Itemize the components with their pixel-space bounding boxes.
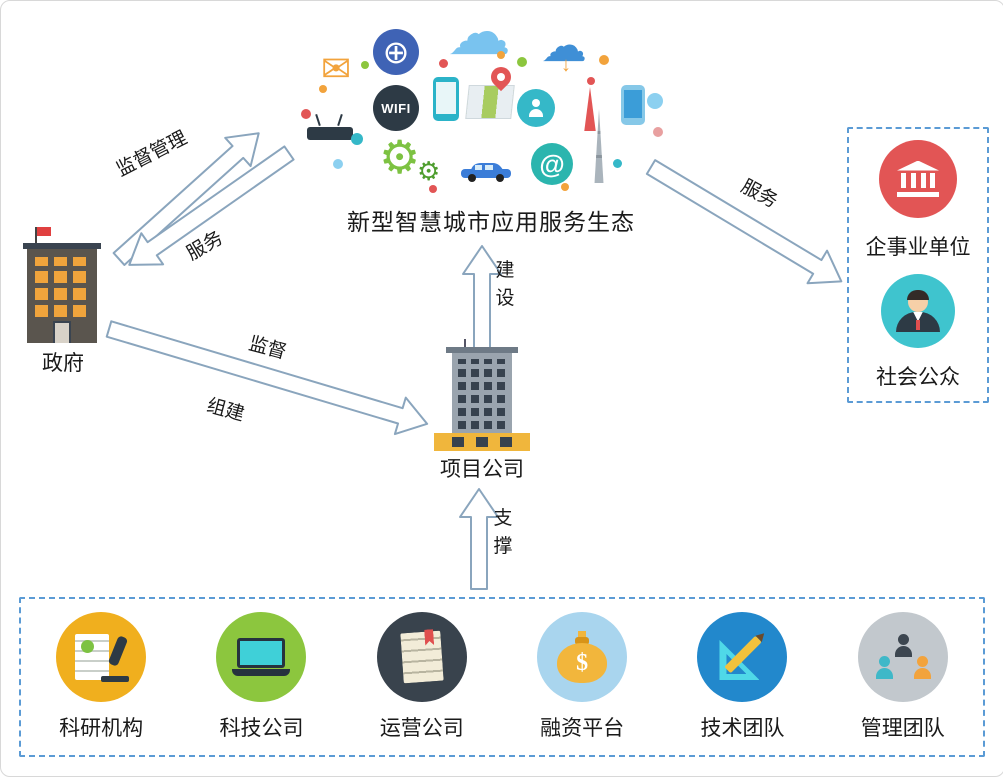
antenna-tower-icon: [584, 87, 596, 131]
project-company-building-icon: [434, 339, 530, 451]
user-badge-icon: [517, 89, 555, 127]
map-icon: [465, 85, 515, 119]
decor-dot: [599, 55, 609, 65]
globe-icon: ⊕: [373, 29, 419, 75]
edge-label-support: 支撑: [493, 508, 513, 557]
member-label: 融资平台: [540, 716, 625, 740]
decor-dot: [653, 127, 663, 137]
tech-team-icon: [697, 612, 788, 702]
public-users-panel: 企事业单位 社会公众: [847, 127, 989, 403]
edge-label-build: 建设: [495, 260, 515, 309]
research-icon: [56, 612, 147, 702]
finance-icon: $: [537, 612, 628, 702]
decor-dot: [301, 109, 311, 119]
money-bag-icon: $: [557, 631, 608, 683]
wifi-icon: WIFI: [373, 85, 419, 131]
smartphone-icon: [433, 77, 459, 121]
mail-icon: ✉: [321, 49, 352, 89]
gear-small-icon: ⚙: [417, 157, 441, 186]
decor-dot: [351, 133, 363, 145]
tower-icon: [594, 109, 604, 183]
government-label: 政府: [42, 351, 84, 375]
laptop-icon: [232, 638, 291, 676]
bank-icon: [897, 160, 939, 197]
businessman-icon: [896, 289, 940, 332]
decor-dot: [333, 159, 343, 169]
org-chart-icon: [874, 634, 932, 680]
member-tech-company: 科技公司: [216, 612, 307, 742]
arrow-government-to-company: [105, 320, 429, 436]
enterprise-label: 企事业单位: [865, 234, 971, 259]
dollar-sign: $: [557, 643, 608, 683]
stakeholders-panel: 科研机构 科技公司 运营公司 $ 融资平台: [19, 597, 985, 757]
member-research: 科研机构: [56, 612, 147, 742]
arrow-build: [462, 245, 502, 360]
decor-dot: [319, 85, 327, 93]
wifi-router-icon: [307, 127, 353, 140]
member-operator: 运营公司: [376, 612, 467, 742]
document-icon: [400, 631, 444, 684]
mobile-icon: [621, 85, 645, 125]
ecosystem-title: 新型智慧城市应用服务生态: [347, 210, 635, 235]
member-mgmt-team: 管理团队: [857, 612, 948, 742]
public-icon: [881, 273, 955, 348]
member-label: 科技公司: [219, 716, 304, 740]
download-cloud-icon: ☁: [541, 20, 587, 71]
car-icon: [461, 163, 511, 182]
arrow-service-to-public: [645, 159, 843, 285]
decor-dot: [561, 183, 569, 191]
arrow-support: [459, 488, 499, 590]
member-finance: $ 融资平台: [537, 612, 628, 742]
member-label: 管理团队: [860, 716, 945, 740]
member-label: 运营公司: [379, 716, 464, 740]
decor-dot: [517, 57, 527, 67]
enterprise-icon: [879, 139, 957, 218]
decor-dot: [647, 93, 663, 109]
microscope-icon: [73, 630, 130, 684]
flag-icon: [37, 227, 51, 236]
decor-dot: [613, 159, 622, 168]
person-icon: [528, 99, 544, 117]
decor-dot: [361, 61, 369, 69]
arrow-service-to-government: [128, 145, 295, 266]
at-icon: @: [531, 143, 573, 185]
signal-dot-icon: [587, 77, 595, 85]
member-label: 科研机构: [59, 716, 144, 740]
download-arrow-icon: ↓: [561, 54, 571, 76]
member-label: 技术团队: [700, 716, 785, 740]
government-building-icon: [23, 227, 101, 343]
public-label: 社会公众: [876, 364, 960, 389]
decor-dot: [497, 51, 505, 59]
ruler-pencil-icon: [715, 630, 769, 684]
tech-company-icon: [216, 612, 307, 702]
decor-dot: [429, 185, 437, 193]
decor-dot: [439, 59, 448, 68]
operator-icon: [376, 612, 467, 702]
mgmt-team-icon: [857, 612, 948, 702]
project-company-label: 项目公司: [440, 457, 524, 481]
member-tech-team: 技术团队: [697, 612, 788, 742]
gear-icon: ⚙: [379, 132, 421, 183]
